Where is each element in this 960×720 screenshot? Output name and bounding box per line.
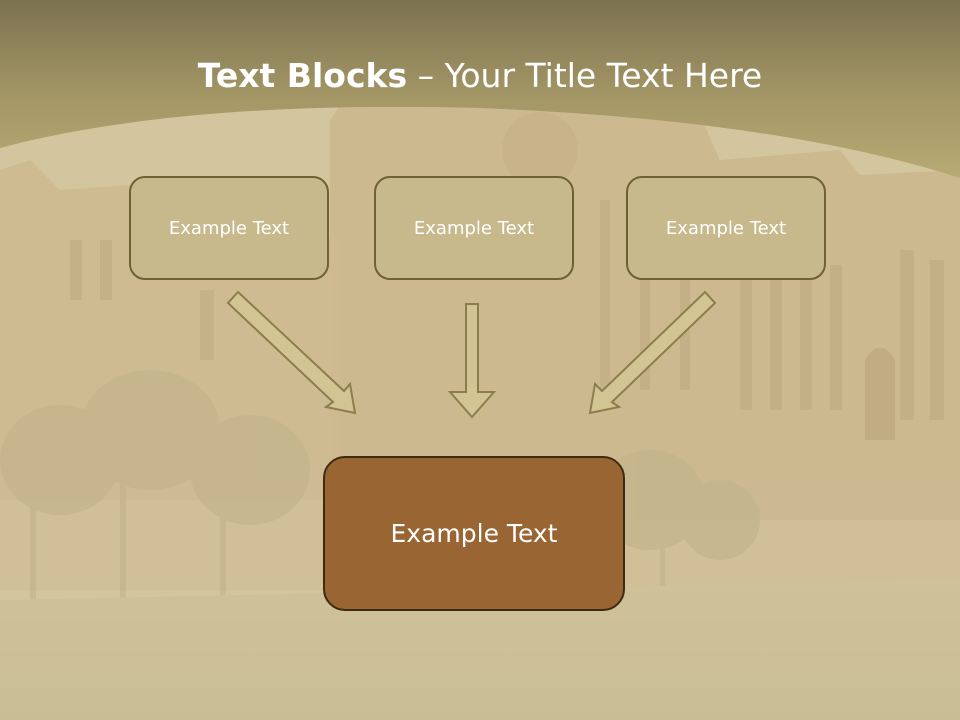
- text-block-1-label: Example Text: [168, 217, 290, 239]
- arrow-right-icon: [588, 290, 717, 415]
- main-text-block[interactable]: Example Text: [323, 456, 625, 611]
- text-block-2-label: Example Text: [413, 217, 535, 239]
- title-rest: Your Title Text Here: [444, 56, 763, 95]
- arrow-left-icon: [226, 290, 357, 415]
- slide-title: Text Blocks – Your Title Text Here: [0, 52, 960, 100]
- text-block-3-label: Example Text: [665, 217, 787, 239]
- title-dash: –: [407, 56, 445, 95]
- main-text-block-label: Example Text: [390, 519, 558, 548]
- text-block-3[interactable]: Example Text: [626, 176, 826, 280]
- arrow-center-icon: [447, 303, 497, 419]
- text-block-2[interactable]: Example Text: [374, 176, 574, 280]
- title-bold: Text Blocks: [197, 56, 408, 95]
- text-block-1[interactable]: Example Text: [129, 176, 329, 280]
